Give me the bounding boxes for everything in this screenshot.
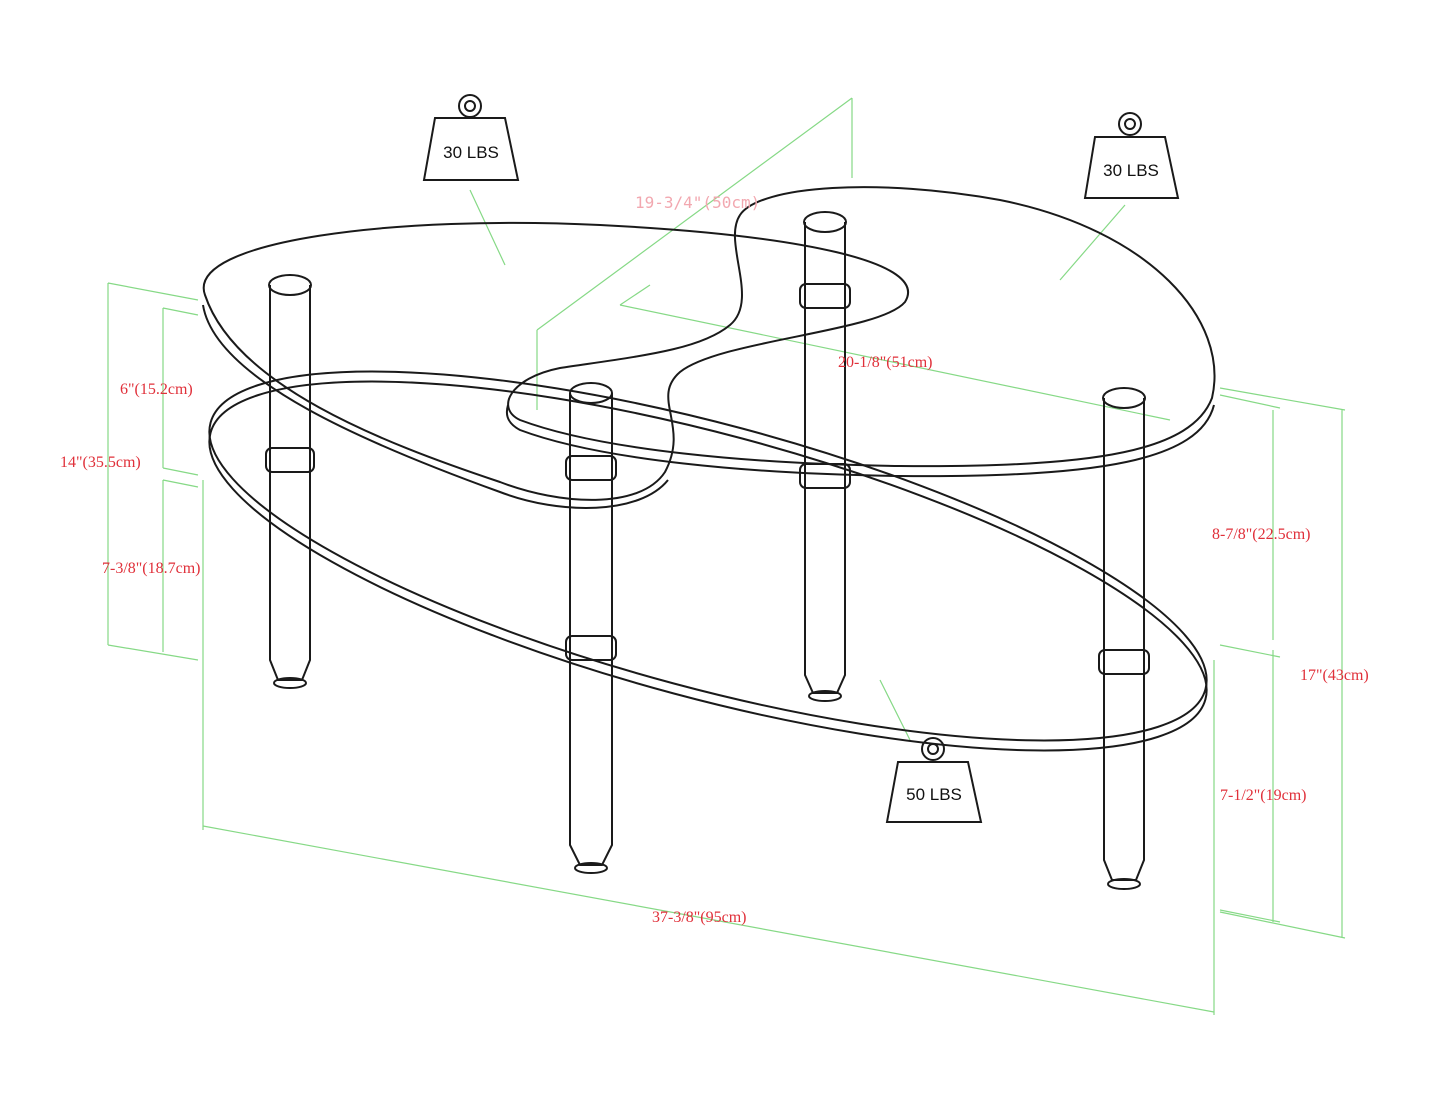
leg-front-left <box>265 274 315 689</box>
top-glass-left <box>202 221 909 509</box>
total-height-label: 17"(43cm) <box>1300 667 1369 684</box>
top-glass-right <box>505 186 1216 478</box>
weight-icon-bottom: 50 LBS <box>885 737 983 823</box>
depth-label: 19-3/4"(50cm) <box>635 193 760 212</box>
leg-front-center <box>565 382 617 874</box>
lower-left-height-label: 7-3/8"(18.7cm) <box>102 560 201 577</box>
weight-icon-top-left: 30 LBS <box>422 94 520 181</box>
weight-icon-top-right: 30 LBS <box>1083 112 1180 199</box>
total-left-height-label: 14"(35.5cm) <box>60 454 141 471</box>
dimension-labels: 19-3/4"(50cm) 20-1/8"(51cm) 6"(15.2cm) 1… <box>60 193 1369 926</box>
top-gap-label: 6"(15.2cm) <box>120 381 193 398</box>
length-label: 37-3/8"(95cm) <box>652 909 747 926</box>
dimension-lines <box>107 97 1346 1015</box>
leg-back-center <box>799 211 851 702</box>
top-width-label: 20-1/8"(51cm) <box>838 354 933 371</box>
bottom-shelf <box>208 370 1208 752</box>
weight-label-top-left: 30 LBS <box>443 143 499 162</box>
upper-right-height-label: 8-7/8"(22.5cm) <box>1212 526 1311 543</box>
weight-label-bottom: 50 LBS <box>906 785 962 804</box>
legs <box>265 211 1150 890</box>
leg-back-right <box>1098 387 1150 890</box>
weight-label-top-right: 30 LBS <box>1103 161 1159 180</box>
lower-right-height-label: 7-1/2"(19cm) <box>1220 787 1307 804</box>
